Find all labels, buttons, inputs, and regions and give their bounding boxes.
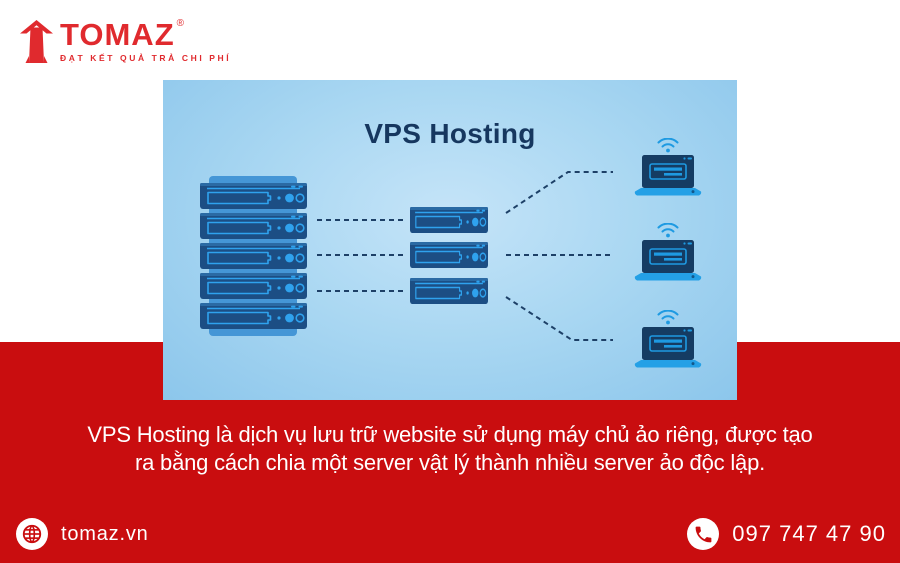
rack-server-icon xyxy=(200,183,307,209)
website-contact: tomaz.vn xyxy=(16,518,149,550)
laptop-wifi-icon xyxy=(633,138,703,196)
laptop-wifi-icon xyxy=(633,223,703,281)
virtual-server-icon xyxy=(410,242,488,268)
tomaz-logo-icon xyxy=(20,20,53,63)
phone-icon xyxy=(687,518,720,550)
logo-name: TOMAZ xyxy=(60,17,175,52)
description-line-2: ra bằng cách chia một server vật lý thàn… xyxy=(134,450,766,475)
rack-server-icon xyxy=(200,243,307,269)
website-label: tomaz.vn xyxy=(61,522,149,545)
globe-icon xyxy=(16,518,48,550)
laptop-wifi-icon xyxy=(633,310,703,368)
description-line-1: VPS Hosting là dịch vụ lưu trữ website s… xyxy=(87,422,813,447)
vps-diagram-panel: VPS Hosting xyxy=(163,80,737,400)
description-text: VPS Hosting là dịch vụ lưu trữ website s… xyxy=(0,421,900,477)
phone-label: 097 747 47 90 xyxy=(732,521,886,546)
rack-server-icon xyxy=(200,273,307,299)
rack-server-icon xyxy=(200,303,307,329)
connection-lines xyxy=(317,171,613,341)
diagram-title: VPS Hosting xyxy=(364,118,536,149)
logo-tagline: ĐẠT KẾT QUẢ TRẢ CHI PHÍ xyxy=(60,53,232,63)
registered-mark: ® xyxy=(176,18,185,29)
virtual-server-icon xyxy=(410,278,488,304)
virtual-server-icon xyxy=(410,207,488,233)
logo: TOMAZ ® ĐẠT KẾT QUẢ TRẢ CHI PHÍ xyxy=(20,17,232,63)
phone-contact: 097 747 47 90 xyxy=(687,518,886,550)
rack-server-icon xyxy=(200,213,307,239)
